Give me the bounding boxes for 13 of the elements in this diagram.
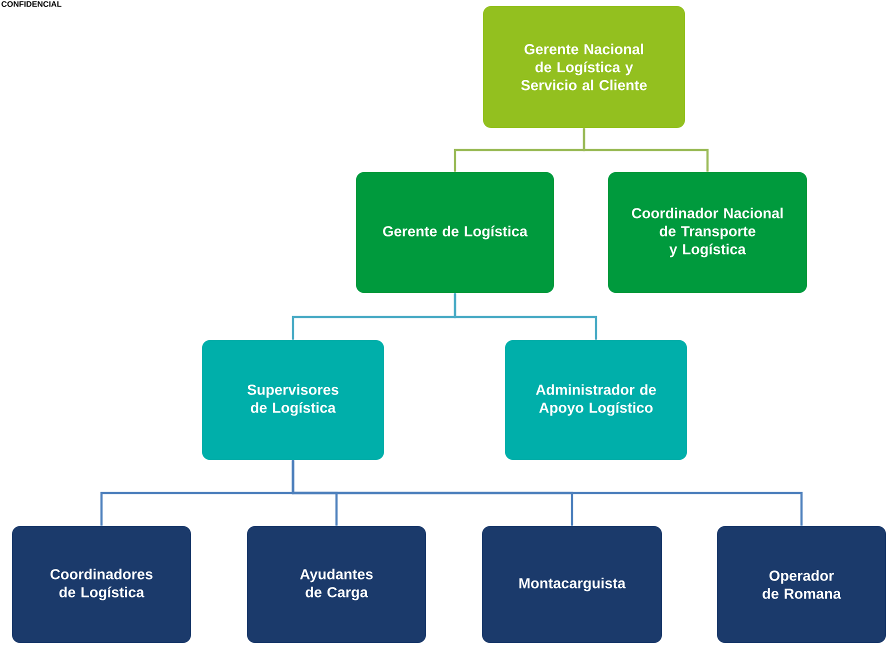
confidential-label: CONFIDENCIAL bbox=[2, 1, 62, 7]
connector-line bbox=[582, 128, 709, 172]
position-box: Gerente Nacional de Logística y Servicio al Cliente bbox=[483, 6, 685, 128]
connector-line bbox=[292, 460, 803, 526]
position-box: Coordinador Nacional de Transporte y Logística bbox=[608, 172, 807, 293]
position-box: Supervisores de Logística bbox=[202, 340, 384, 460]
position-box: Montacarguista bbox=[482, 526, 662, 643]
position-box: Coordinadores de Logística bbox=[12, 526, 191, 643]
connector-line bbox=[454, 293, 598, 340]
position-box: Operador de Romana bbox=[717, 526, 886, 643]
position-box: Ayudantes de Carga bbox=[247, 526, 426, 643]
position-box: Administrador de Apoyo Logístico bbox=[505, 340, 687, 460]
position-box: Gerente de Logística bbox=[356, 172, 554, 293]
